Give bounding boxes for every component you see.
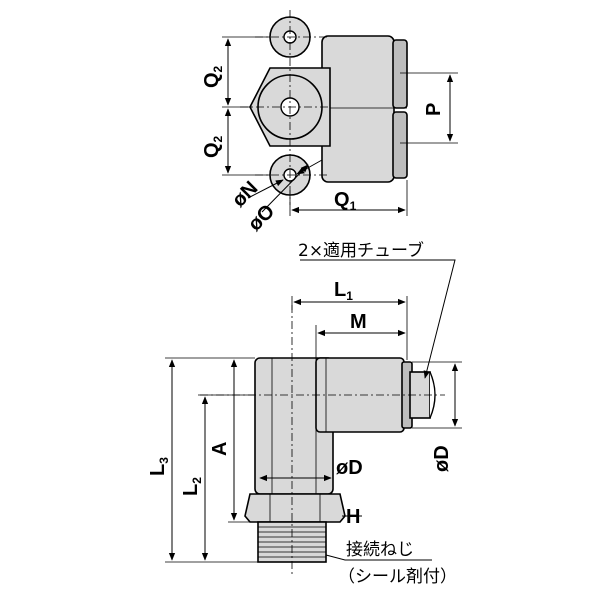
- o-leader: [261, 164, 309, 213]
- tube-leader: [300, 259, 456, 379]
- top-socket-upper: [392, 39, 408, 109]
- m-label: M: [350, 311, 367, 333]
- n-leader: [247, 179, 284, 199]
- l2-label: L2: [180, 477, 204, 496]
- thread-leader: [325, 554, 432, 561]
- tube-note: 2×適用チューブ: [298, 240, 424, 261]
- seal-note: （シール剤付）: [338, 567, 457, 587]
- q2-lower-label: Q2: [201, 135, 225, 158]
- l3-label: L3: [147, 457, 171, 476]
- top-view: Q2 Q2 P øN øO Q1: [201, 10, 458, 236]
- top-socket-lower: [392, 111, 408, 179]
- a-label: A: [209, 442, 231, 456]
- side-view: L1 M L3 L2 A øD øD H 2×適用チューブ 接続ねじ （シール剤…: [147, 240, 462, 587]
- q2-upper-label: Q2: [201, 65, 225, 88]
- q1-label: Q1: [334, 189, 357, 213]
- side-hex-nut: [244, 493, 346, 523]
- top-body: [321, 35, 395, 183]
- d-inner-label: øD: [336, 457, 363, 479]
- thread-note: 接続ねじ: [346, 540, 414, 560]
- p-label: P: [423, 103, 445, 116]
- h-label: H: [346, 506, 360, 528]
- d-outer-label: øD: [431, 445, 453, 472]
- l1-label: L1: [334, 279, 353, 303]
